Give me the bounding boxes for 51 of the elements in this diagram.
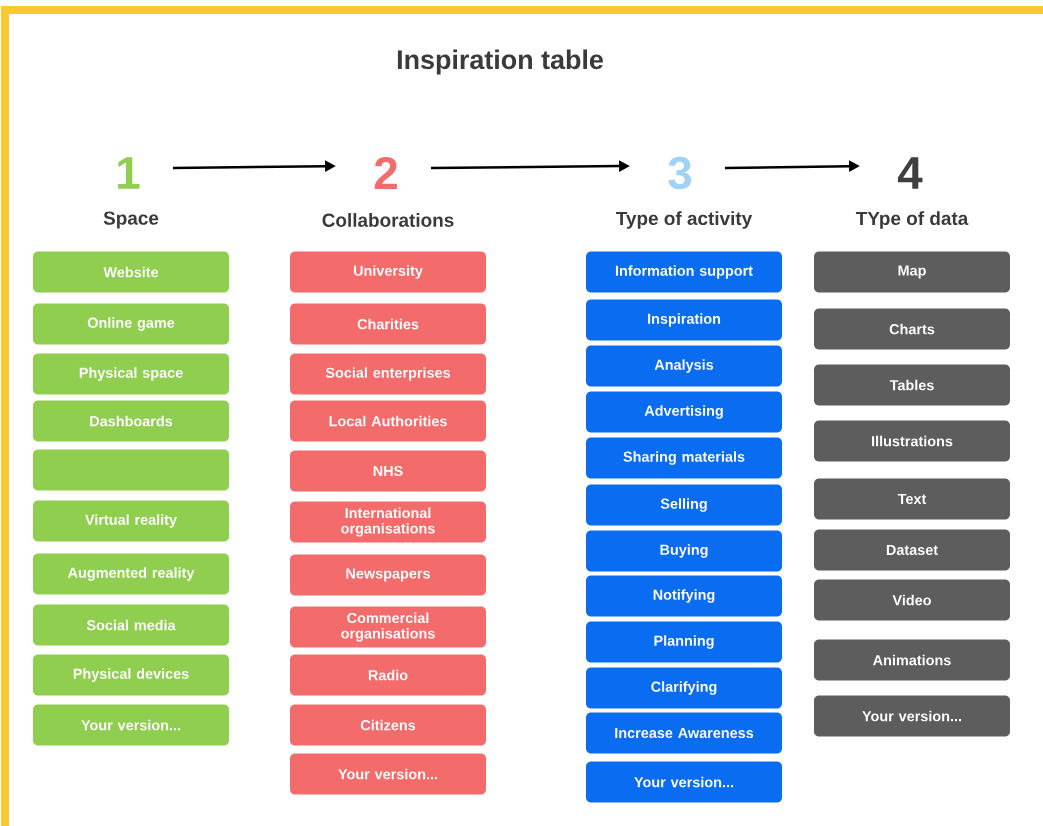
item-box: Tables — [814, 364, 1010, 406]
item-box: Sharing materials — [586, 437, 782, 479]
title: Inspiration table — [397, 49, 603, 75]
item-box: Radio — [290, 654, 486, 696]
item-box: Clarifying — [586, 667, 782, 709]
item-box: Increase Awareness — [586, 712, 782, 754]
item-box: Text — [814, 478, 1010, 520]
step-number: 3 — [668, 156, 692, 190]
item-box: Planning — [586, 621, 782, 663]
item-box: Analysis — [586, 345, 782, 387]
item-box: Charts — [814, 308, 1010, 350]
item-box: Online game — [33, 303, 229, 345]
item-box: Animations — [814, 639, 1010, 681]
item-box: Local Authorities — [290, 400, 486, 442]
item-box: Charities — [290, 303, 486, 345]
item-box: Inspiration — [586, 299, 782, 341]
column-heading: Type of activity — [616, 211, 753, 229]
item-box: Augmented reality — [33, 553, 229, 595]
item-box: Commercial organisations — [290, 606, 486, 648]
item-box: Information support — [586, 251, 782, 293]
item-box: Website — [33, 251, 229, 293]
step-number: 1 — [118, 157, 140, 189]
item-box: Your version... — [586, 761, 782, 803]
item-box: Dashboards — [33, 400, 229, 442]
item-box: Advertising — [586, 391, 782, 433]
item-box: Video — [814, 579, 1010, 621]
item-box: Dataset — [814, 529, 1010, 571]
item-box: NHS — [290, 450, 486, 492]
column-heading: Collaborations — [322, 213, 454, 227]
item-box: Illustrations — [814, 420, 1010, 462]
step-number: 4 — [897, 157, 923, 189]
item-box: Selling — [586, 484, 782, 526]
item-box: Virtual reality — [33, 500, 229, 542]
item-box: Map — [814, 251, 1010, 293]
item-box: Newspapers — [290, 554, 486, 596]
item-box: Physical space — [33, 353, 229, 395]
blank-box — [33, 449, 229, 491]
item-box: Your version... — [33, 704, 229, 746]
item-box: Social media — [33, 604, 229, 646]
item-box: Your version... — [814, 695, 1010, 737]
step-number: 2 — [374, 157, 397, 189]
item-box: International organisations — [290, 501, 486, 543]
item-box: Buying — [586, 530, 782, 572]
column-heading: Space — [103, 211, 159, 229]
item-box: Citizens — [290, 704, 486, 746]
item-box: Notifying — [586, 575, 782, 617]
item-box: Social enterprises — [290, 353, 486, 395]
item-box: University — [290, 251, 486, 293]
item-box: Your version... — [290, 753, 486, 795]
item-box: Physical devices — [33, 654, 229, 696]
column-heading: TYpe of data — [855, 211, 969, 229]
